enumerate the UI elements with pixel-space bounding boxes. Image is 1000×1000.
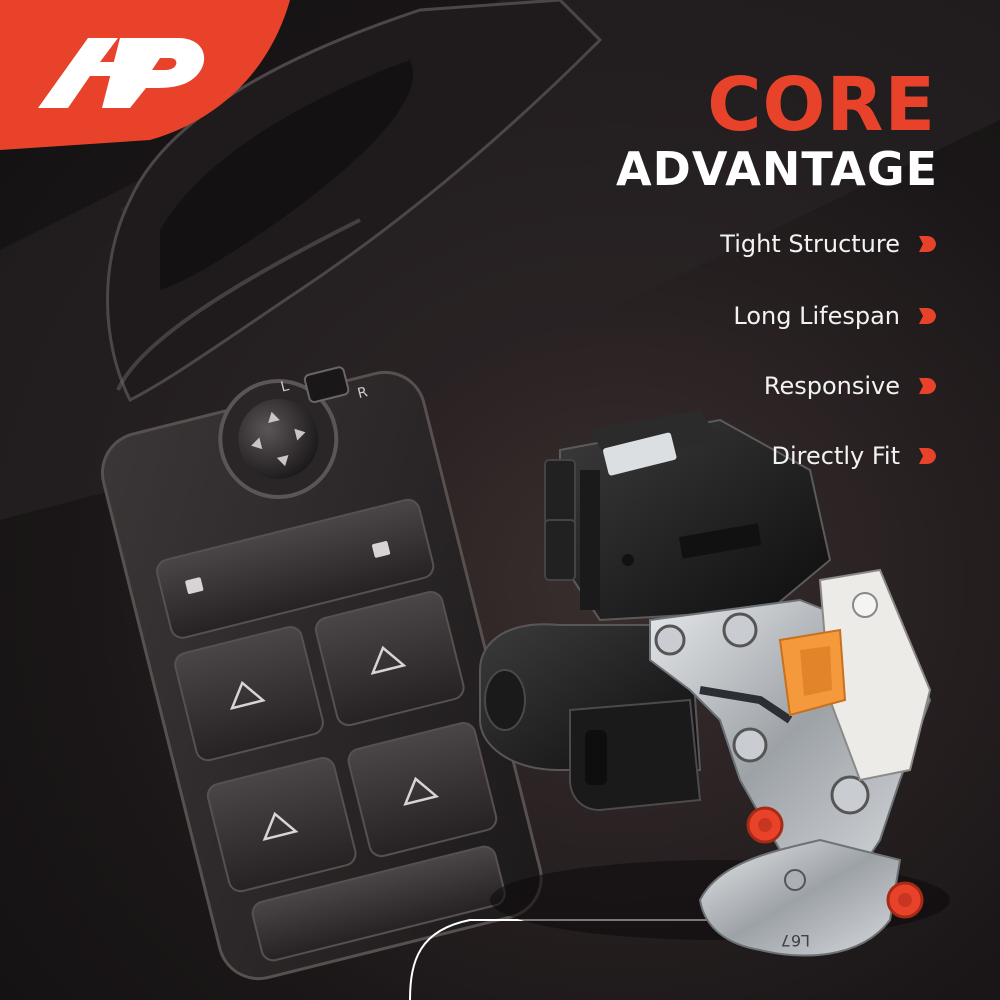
feature-item-tight-structure: Tight Structure bbox=[720, 232, 936, 256]
feature-label: Directly Fit bbox=[771, 442, 901, 470]
bullet-icon bbox=[919, 308, 936, 324]
headline-core: CORE bbox=[707, 62, 936, 148]
decorative-arc bbox=[409, 919, 720, 1000]
feature-item-responsive: Responsive bbox=[764, 374, 936, 398]
svg-text:L: L bbox=[279, 378, 291, 395]
logo-mark-icon bbox=[38, 38, 205, 108]
feature-item-long-lifespan: Long Lifespan bbox=[733, 304, 936, 328]
door-lock-actuator-image: L67 bbox=[479, 410, 950, 957]
feature-label: Responsive bbox=[763, 372, 900, 400]
window-switch-panel: L R bbox=[100, 366, 543, 981]
feature-label: Tight Structure bbox=[720, 230, 900, 258]
svg-text:R: R bbox=[356, 384, 370, 402]
bullet-icon bbox=[919, 236, 936, 252]
part-stamp: L67 bbox=[781, 931, 810, 950]
feature-item-directly-fit: Directly Fit bbox=[771, 442, 936, 470]
brand-logo: A P bbox=[0, 0, 290, 150]
headline-advantage: ADVANTAGE bbox=[616, 142, 938, 196]
door-handle-recess bbox=[106, 0, 603, 403]
bullet-icon bbox=[919, 448, 936, 464]
bullet-icon bbox=[919, 378, 936, 394]
feature-label: Long Lifespan bbox=[733, 302, 900, 330]
